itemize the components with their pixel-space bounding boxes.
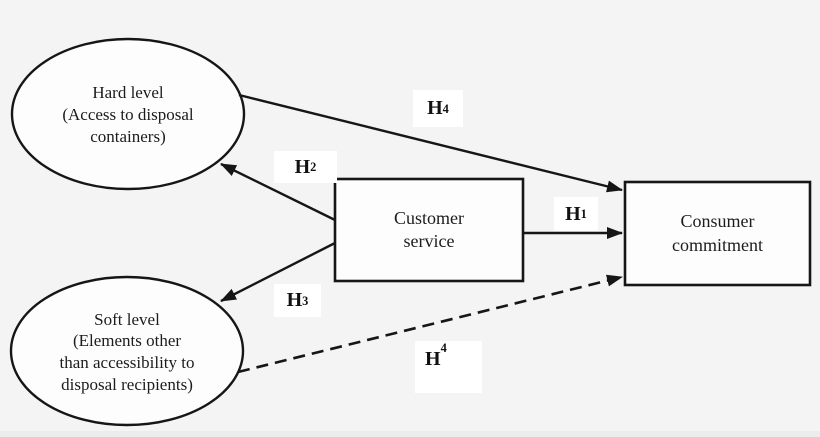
consumer-commitment-box (623, 180, 812, 287)
h2-arrow (220, 162, 336, 222)
h4-dashed-arrow (237, 274, 623, 374)
soft-level-label: Soft level (Elements other than accessib… (59, 309, 195, 394)
customer-service-box (333, 177, 525, 283)
hard-level-label: Hard level (Access to disposal container… (62, 83, 194, 146)
h2-label-text: H (294, 155, 311, 178)
hard-level-ellipse (10, 37, 246, 191)
bottom-edge-shade (0, 431, 820, 437)
h3-label-text: H (286, 289, 303, 311)
consumer-commitment-label: Consumer commitment (672, 211, 763, 255)
h3-arrow (220, 241, 336, 303)
h4-top-label-text: H (427, 97, 443, 119)
h4-bottom-label-text: H (425, 348, 441, 370)
customer-service-label: Customer service (394, 207, 464, 251)
soft-level-ellipse (9, 275, 245, 427)
h4-solid-arrow (238, 93, 623, 193)
h1-label-text: H (565, 202, 581, 225)
